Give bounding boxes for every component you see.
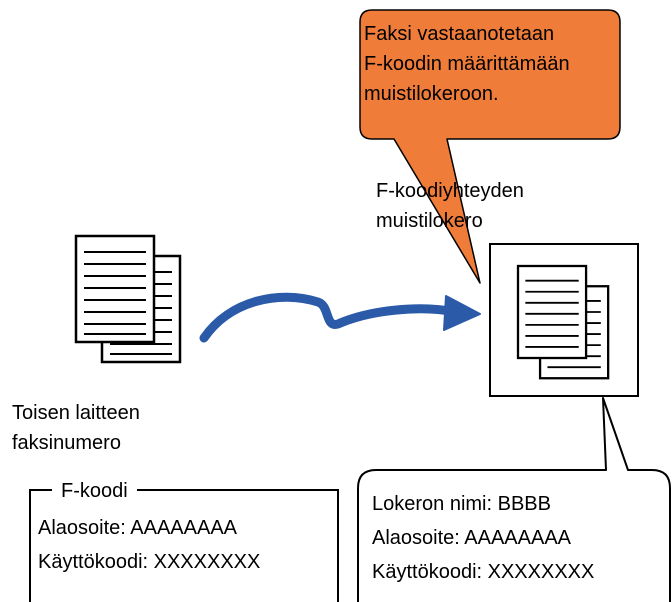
destination-subaddress: Alaosoite: AAAAAAAA xyxy=(372,527,572,549)
sender-label: Toisen laitteen faksinumero xyxy=(12,398,140,458)
destination-box-name: Lokeron nimi: BBBB xyxy=(372,493,551,515)
memory-box-title: F-koodiyhteyden muistilokero xyxy=(376,176,524,236)
fcode-box xyxy=(29,489,339,602)
document-stack-icon xyxy=(74,234,182,364)
callout-line: F-koodin määrittämään xyxy=(364,53,570,75)
destination-details: Lokeron nimi: BBBB Alaosoite: AAAAAAAA K… xyxy=(372,487,594,589)
callout-line: Faksi vastaanotetaan xyxy=(364,23,555,45)
fcode-passcode: Käyttökoodi: XXXXXXXX xyxy=(38,551,261,573)
callout-text: Faksi vastaanotetaan F-koodin määrittämä… xyxy=(364,19,570,109)
destination-bubble xyxy=(357,397,671,602)
transfer-arrow xyxy=(199,292,481,343)
document-stack-icon xyxy=(516,264,610,380)
sender-line: faksinumero xyxy=(12,432,121,454)
memory-box-title-line: muistilokero xyxy=(376,210,483,232)
callout-bubble xyxy=(359,9,621,284)
fcode-legend: F-koodi xyxy=(52,478,137,504)
fcode-subaddress: Alaosoite: AAAAAAAA xyxy=(38,517,238,539)
callout-line: muistilokeroon. xyxy=(364,83,499,105)
fcode-details: Alaosoite: AAAAAAAA Käyttökoodi: XXXXXXX… xyxy=(38,511,260,579)
sender-line: Toisen laitteen xyxy=(12,402,140,424)
memory-box-title-line: F-koodiyhteyden xyxy=(376,180,524,202)
destination-passcode: Käyttökoodi: XXXXXXXX xyxy=(372,561,595,583)
